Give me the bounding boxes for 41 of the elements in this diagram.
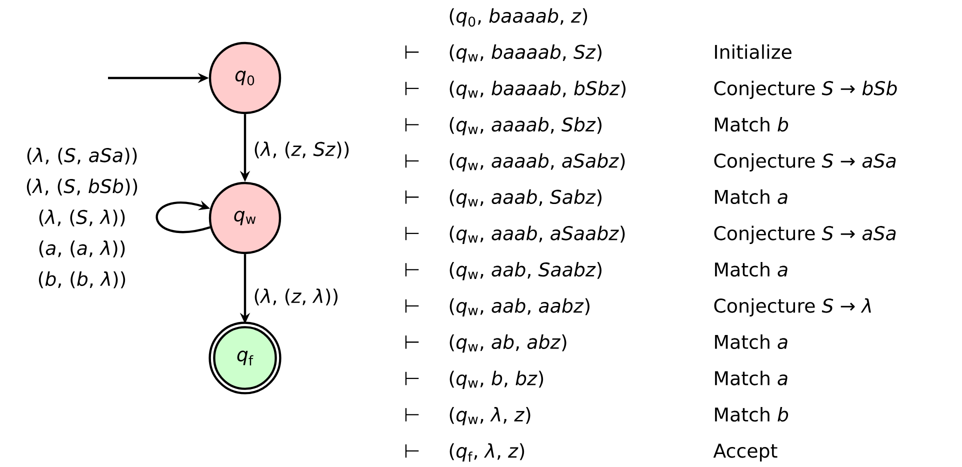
step-note: Conjecture S → λ: [714, 298, 871, 316]
step-note: Match b: [715, 407, 788, 422]
configuration-text: (q$_{w}$, aaab, aSaabz): [450, 226, 625, 244]
step-note: Initialize: [715, 44, 792, 60]
configuration-text: (q$_{w}$, baaaab, Sz): [450, 44, 602, 63]
edge-label: (λ, (S, aSa)) (λ, (S, bSb)) (λ, (S, λ)) (a, (a, λ)) (b, (b, λ)): [23, 146, 141, 290]
turnstile-symbol: ⊢: [405, 46, 419, 59]
configuration-text: (q$_{w}$, λ, z): [450, 407, 530, 426]
step-note: Match a: [715, 262, 788, 277]
configuration-text: (q$_{w}$, aaaab, aSabz): [450, 153, 625, 172]
configuration-text: (q$_{w}$, aab, Saabz): [450, 262, 602, 280]
self-loop-arrow: [156, 200, 210, 234]
configuration-text: (q$_{w}$, aaab, Sabz): [450, 189, 602, 208]
turnstile-symbol: ⊢: [405, 190, 419, 204]
turnstile-symbol: ⊢: [405, 226, 419, 240]
configuration-text: (q$_{f}$, λ, z): [450, 443, 524, 462]
turnstile-symbol: ⊢: [405, 82, 419, 96]
edge-label: (λ, (z, λ)): [252, 288, 340, 306]
turnstile-symbol: ⊢: [405, 263, 419, 276]
turnstile-symbol: ⊢: [405, 299, 419, 313]
turnstile-symbol: ⊢: [405, 444, 419, 458]
step-note: Match a: [715, 189, 788, 204]
turnstile-symbol: ⊢: [405, 408, 419, 422]
edge-label: (λ, (z, Sz)): [252, 140, 352, 160]
turnstile-symbol: ⊢: [405, 154, 419, 168]
configuration-text: (q$_{w}$, aab, aabz): [450, 298, 590, 316]
configuration-text: (q$_{w}$, ab, abz): [450, 334, 566, 353]
turnstile-symbol: ⊢: [405, 372, 419, 386]
configuration-text: (q$_{w}$, b, bz): [450, 370, 544, 389]
configuration-text: (q$_{w}$, aaaab, Sbz): [450, 117, 602, 136]
configuration-text: (q$_{w}$, baaaab, bSbz): [450, 80, 626, 99]
step-note: Match a: [715, 334, 788, 350]
step-note: Conjecture S → aSa: [714, 153, 896, 172]
step-note: Match a: [715, 370, 788, 386]
step-note: Accept: [713, 444, 778, 462]
configuration-text: (q$_{0}$, baaaab, z): [450, 8, 588, 27]
step-note: Conjecture S → bSb: [714, 80, 897, 99]
step-note: Match b: [715, 117, 788, 132]
step-note: Conjecture S → aSa: [714, 226, 896, 244]
turnstile-symbol: ⊢: [405, 118, 419, 132]
turnstile-symbol: ⊢: [405, 336, 419, 349]
